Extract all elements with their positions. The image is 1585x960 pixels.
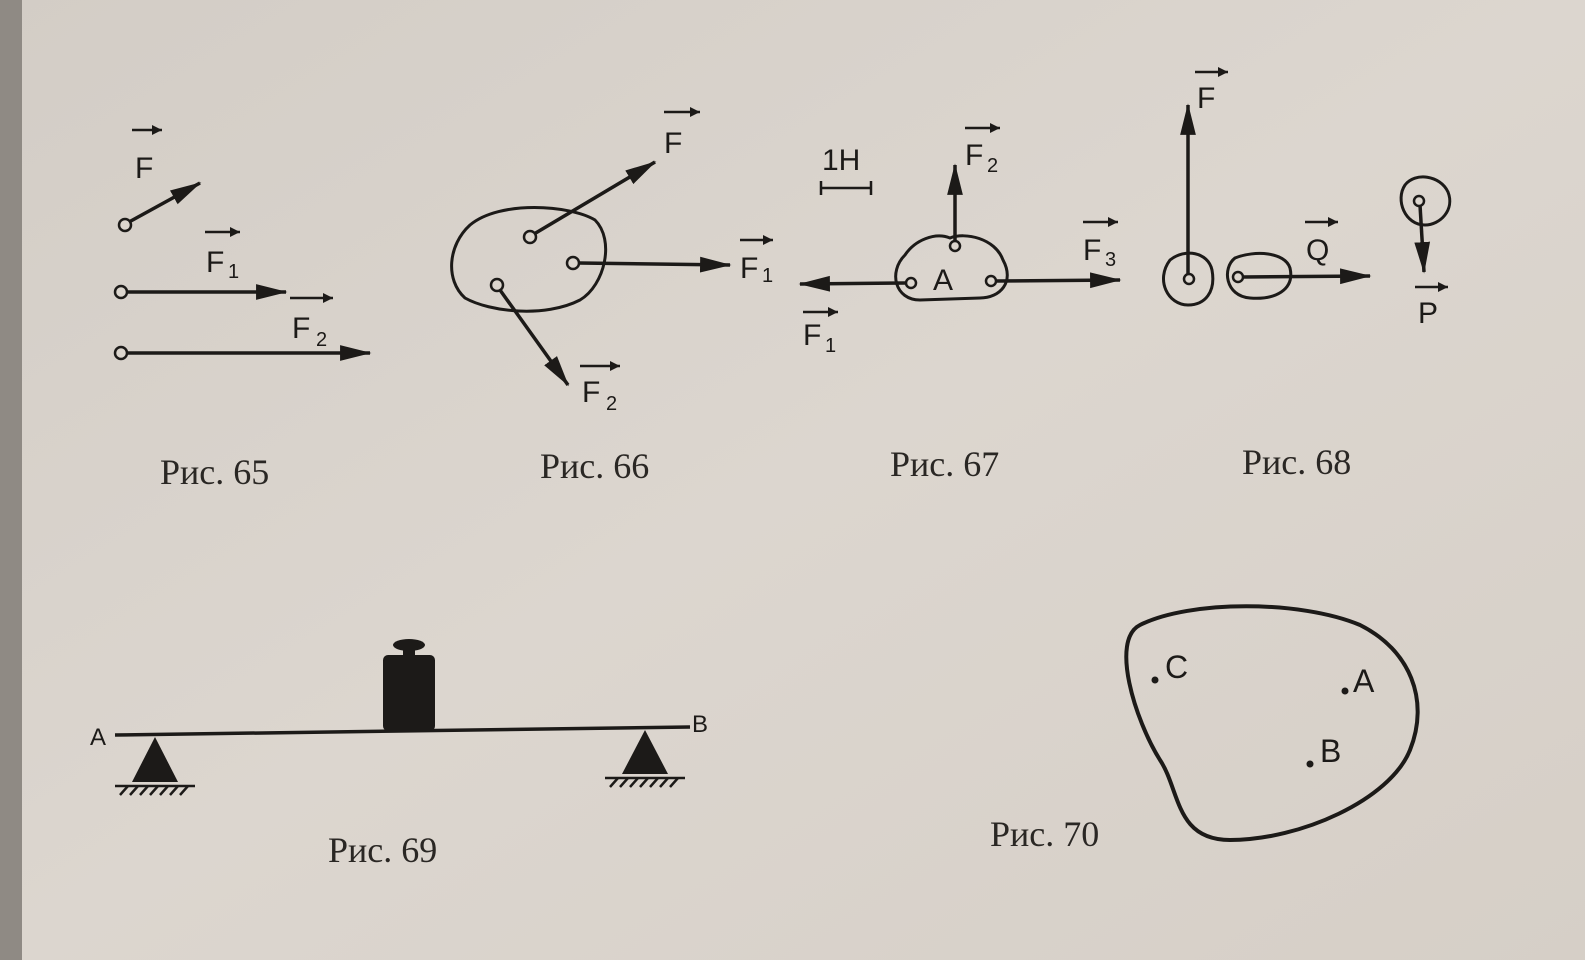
figure-67: 1Н F 2 A F 1 F 3 Рис. 67 bbox=[798, 123, 1122, 484]
application-point bbox=[1412, 194, 1426, 208]
force-arrow-F3 bbox=[995, 272, 1122, 289]
point-A bbox=[1341, 687, 1349, 695]
figure-caption: Рис. 69 bbox=[328, 830, 437, 870]
application-point bbox=[113, 284, 129, 300]
force-arrow-F bbox=[128, 181, 202, 224]
force-arrow-F2 bbox=[498, 288, 570, 387]
scale-bar bbox=[819, 181, 873, 195]
label-Q: Q bbox=[1306, 234, 1329, 267]
label-F3-subscript: 3 bbox=[1105, 249, 1116, 271]
figure-caption: Рис. 65 bbox=[160, 452, 269, 492]
label-B: B bbox=[1320, 733, 1341, 769]
application-point bbox=[948, 239, 962, 253]
scale-label: 1Н bbox=[822, 144, 860, 177]
body-3 bbox=[1399, 175, 1452, 227]
rigid-body bbox=[894, 234, 1009, 302]
label-F1: F bbox=[206, 246, 224, 279]
application-point bbox=[565, 255, 581, 271]
force-arrow-F1 bbox=[798, 275, 907, 292]
figure-69: A B Рис. 69 bbox=[90, 639, 708, 870]
label-B: B bbox=[692, 711, 708, 738]
support-left bbox=[115, 737, 195, 796]
force-arrow-F bbox=[533, 160, 657, 236]
application-point bbox=[522, 229, 538, 245]
label-P: P bbox=[1418, 297, 1438, 330]
application-point bbox=[117, 217, 133, 233]
rigid-body bbox=[1124, 604, 1420, 843]
body-1 bbox=[1162, 251, 1215, 307]
application-point bbox=[984, 274, 998, 288]
label-A: A bbox=[90, 724, 106, 751]
label-F3: F bbox=[1083, 234, 1101, 267]
force-arrow-Q bbox=[1242, 268, 1372, 285]
label-F: F bbox=[1197, 82, 1215, 115]
label-F2: F bbox=[292, 312, 310, 345]
label-A: A bbox=[1353, 663, 1375, 699]
application-point bbox=[489, 277, 505, 293]
rigid-body bbox=[450, 206, 608, 313]
support-right bbox=[605, 730, 685, 788]
application-point bbox=[1231, 270, 1245, 284]
point-C bbox=[1151, 676, 1159, 684]
label-F2-subscript: 2 bbox=[987, 155, 998, 177]
figure-65: F F 1 F 2 Рис. 65 bbox=[113, 125, 372, 492]
figure-caption: Рис. 70 bbox=[990, 814, 1099, 854]
force-arrow-P bbox=[1414, 204, 1431, 274]
label-F1: F bbox=[740, 252, 758, 285]
label-F: F bbox=[135, 152, 153, 185]
application-point bbox=[904, 276, 918, 290]
point-B bbox=[1306, 760, 1314, 768]
figure-66: F F 1 F 2 Рис. 66 bbox=[450, 107, 773, 486]
label-F2: F bbox=[965, 139, 983, 172]
application-point bbox=[1182, 272, 1196, 286]
figure-caption: Рис. 68 bbox=[1242, 442, 1351, 482]
label-F1-subscript: 1 bbox=[228, 261, 239, 283]
label-F1-subscript: 1 bbox=[762, 265, 773, 287]
page-edge bbox=[0, 0, 22, 960]
label-F2-subscript: 2 bbox=[316, 329, 327, 351]
label-F1-subscript: 1 bbox=[825, 335, 836, 357]
label-F2: F bbox=[582, 376, 600, 409]
label-F1: F bbox=[803, 319, 821, 352]
label-F2-subscript: 2 bbox=[606, 393, 617, 415]
application-point bbox=[113, 345, 129, 361]
weight bbox=[383, 639, 435, 731]
figure-caption: Рис. 66 bbox=[540, 446, 649, 486]
label-C: C bbox=[1165, 649, 1188, 685]
body-2 bbox=[1226, 251, 1293, 300]
figure-caption: Рис. 67 bbox=[890, 444, 999, 484]
figure-68: F Q P Рис. 68 bbox=[1162, 67, 1452, 482]
figure-70: C A B Рис. 70 bbox=[990, 604, 1420, 854]
force-arrow-F1 bbox=[578, 256, 732, 273]
label-point-A: A bbox=[933, 264, 953, 297]
label-F: F bbox=[664, 127, 682, 160]
